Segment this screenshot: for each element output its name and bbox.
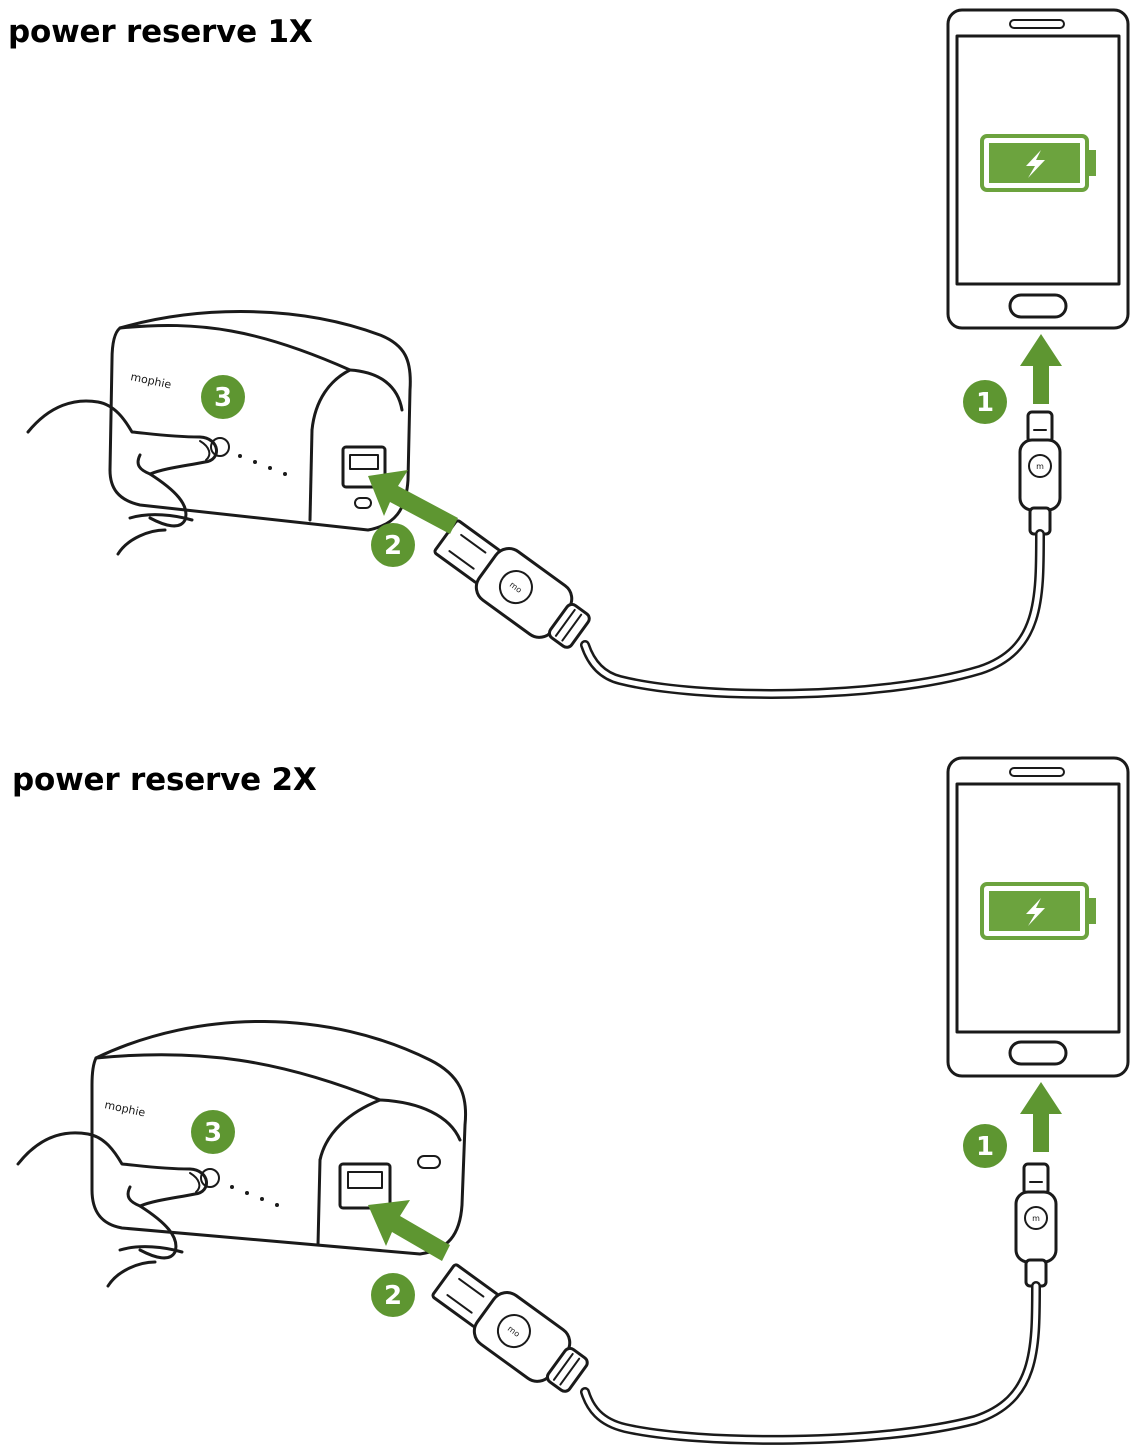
- lightning-bolt-icon: [1026, 150, 1045, 178]
- power-bank-icon: mophie: [108, 310, 412, 532]
- panel-title: power reserve 1X: [8, 14, 313, 50]
- diagram-2x: m mo mophie: [16, 756, 1130, 1445]
- svg-text:1: 1: [976, 388, 994, 418]
- step-badge-3: 3: [191, 1110, 235, 1154]
- usb-a-plug-icon: mo: [433, 519, 591, 649]
- hand-icon: [16, 1131, 208, 1288]
- micro-usb-plug-icon: m: [1014, 1162, 1058, 1288]
- usb-cable-icon: [580, 1281, 1041, 1445]
- svg-text:m: m: [1036, 462, 1044, 471]
- svg-text:m: m: [1032, 1214, 1040, 1223]
- svg-text:3: 3: [204, 1118, 222, 1148]
- battery-charging-icon: [980, 882, 1096, 940]
- step-badge-2: 2: [371, 1273, 415, 1317]
- panel-power-reserve-1x: m mo mophie: [8, 8, 1130, 699]
- arrow-icon: [368, 470, 458, 534]
- svg-text:2: 2: [384, 531, 402, 561]
- power-bank-icon: mophie: [90, 1020, 468, 1256]
- panel-title: power reserve 2X: [12, 762, 317, 798]
- hand-icon: [26, 399, 218, 556]
- svg-text:1: 1: [976, 1132, 994, 1162]
- step-badge-1: 1: [963, 380, 1007, 424]
- step-badge-2: 2: [371, 523, 415, 567]
- lightning-bolt-icon: [1026, 898, 1045, 926]
- step-badge-1: 1: [963, 1124, 1007, 1168]
- arrow-icon: [1020, 334, 1062, 404]
- arrow-icon: [368, 1200, 450, 1261]
- micro-usb-plug-icon: m: [1018, 410, 1062, 536]
- usb-a-plug-icon: mo: [431, 1263, 589, 1393]
- svg-text:2: 2: [384, 1281, 402, 1311]
- svg-text:3: 3: [214, 383, 232, 413]
- step-badge-3: 3: [201, 375, 245, 419]
- arrow-icon: [1020, 1082, 1062, 1152]
- panel-power-reserve-2x: m mo mophie: [0, 740, 1137, 1451]
- diagram-1x: m mo mophie: [26, 8, 1130, 699]
- battery-charging-icon: [980, 134, 1096, 192]
